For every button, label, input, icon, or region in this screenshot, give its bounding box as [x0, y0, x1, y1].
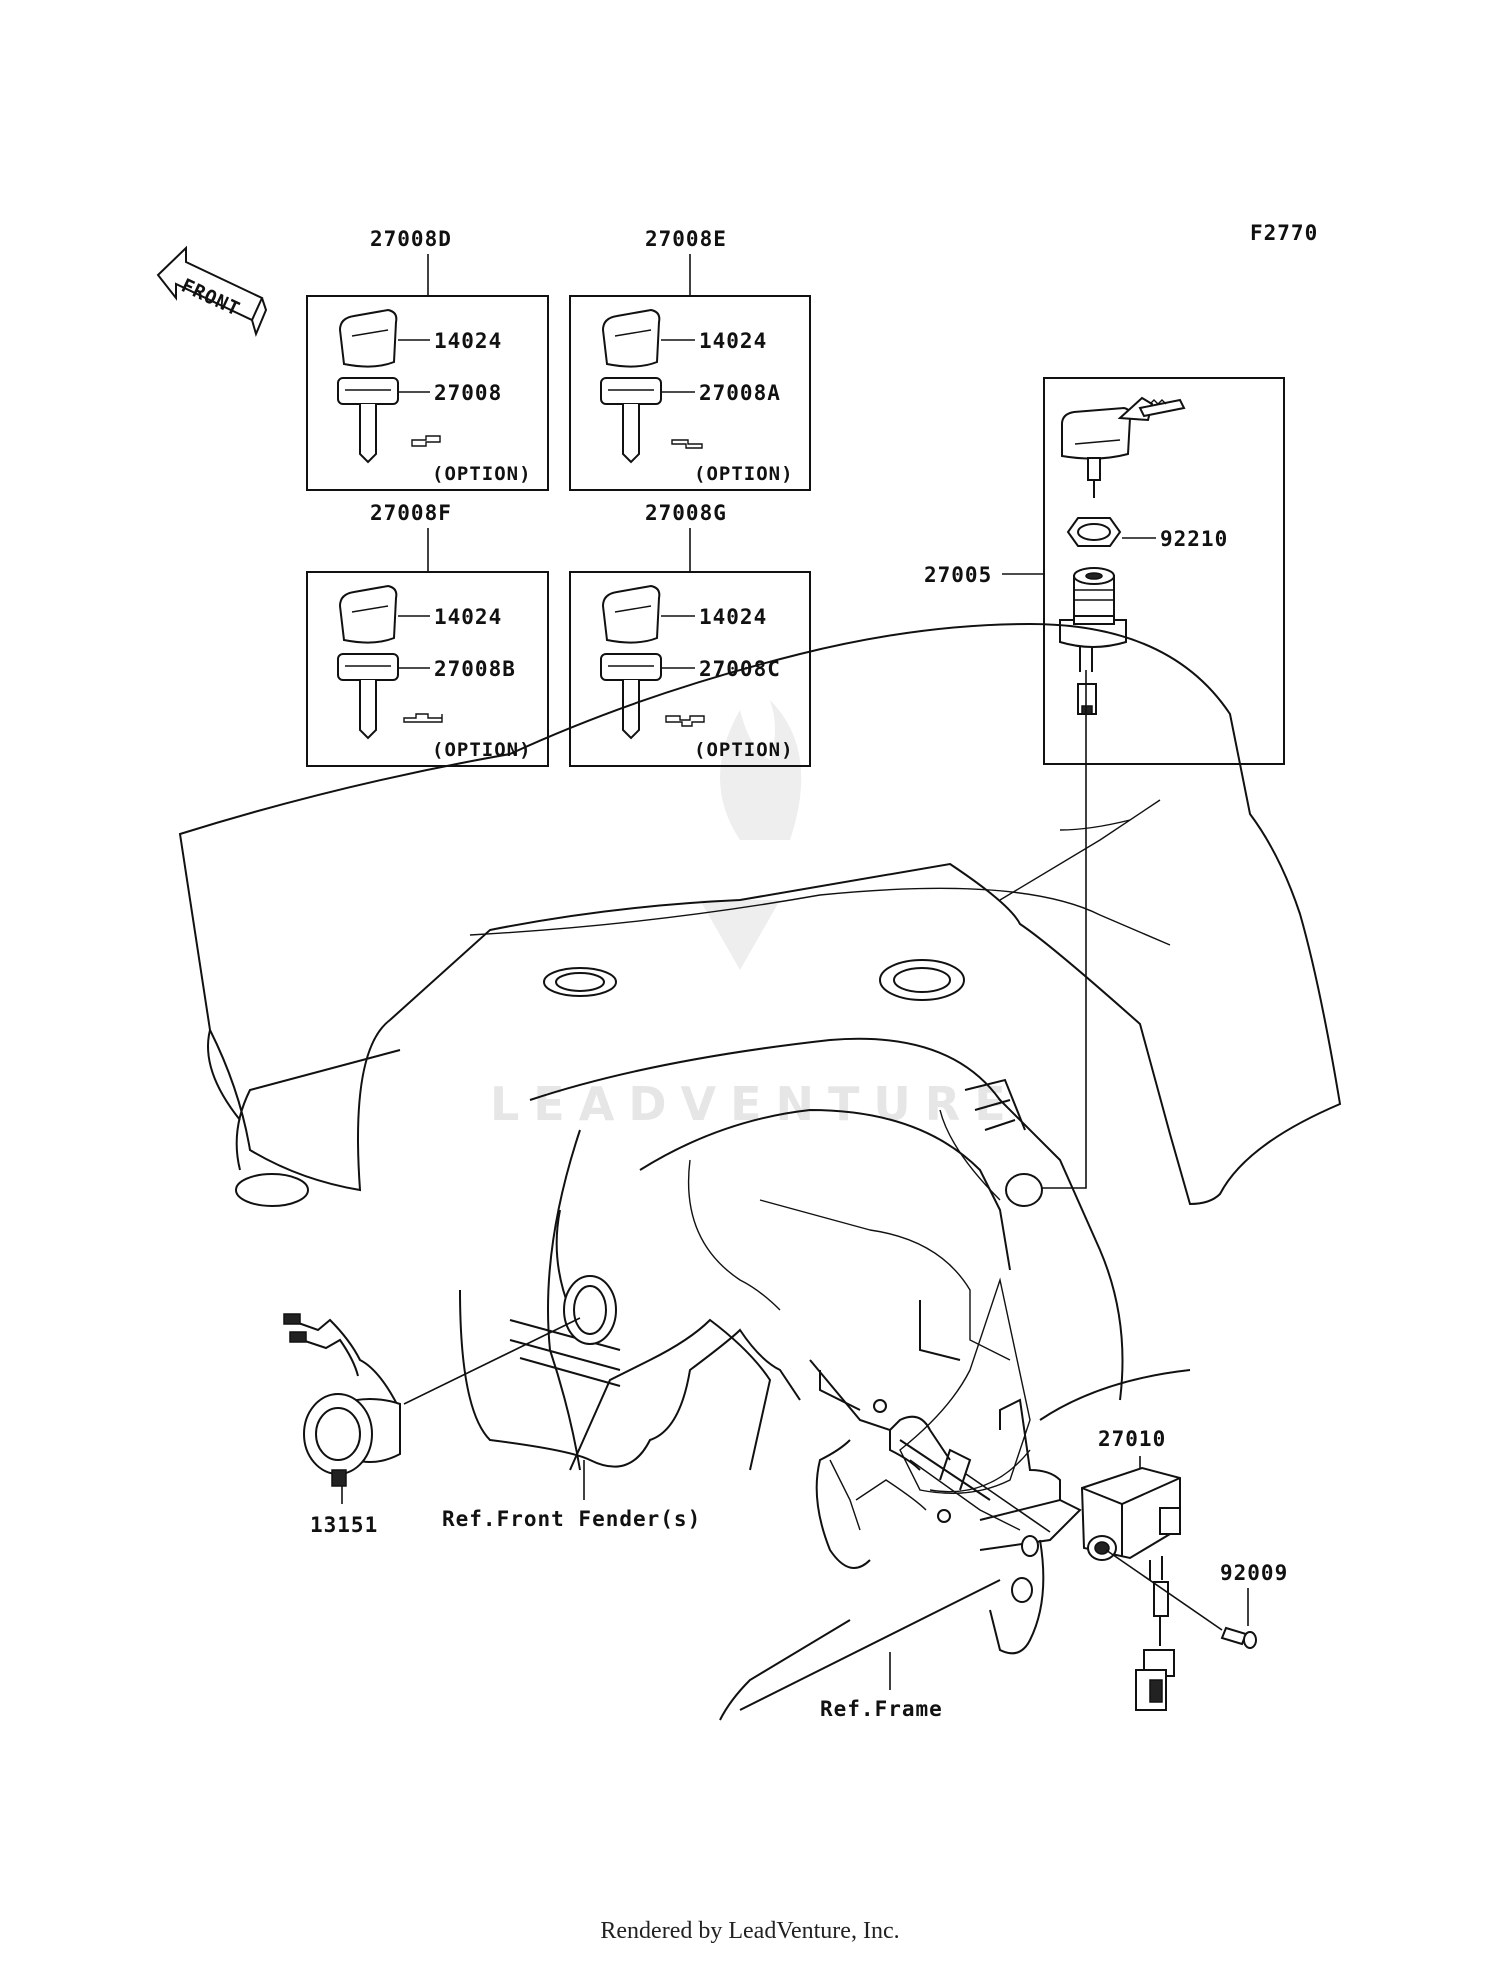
grommet-icon	[563, 1275, 617, 1345]
key-set-label: 27008F	[370, 501, 452, 525]
grommet-icon	[543, 967, 617, 997]
key-blade-icon	[600, 377, 662, 464]
footer-credit: Rendered by LeadVenture, Inc.	[600, 1918, 900, 1944]
hex-nut-icon	[1066, 517, 1122, 547]
knob-part-number: 14024	[699, 329, 767, 353]
front-arrow-icon: FRONT	[156, 245, 268, 338]
front-fender-outline	[178, 622, 1342, 1494]
key-set-label: 27008G	[645, 501, 727, 525]
key-set-box: 27008E 14024 27008A (OPTION)	[569, 227, 811, 491]
socket-part-number: 13151	[310, 1513, 378, 1537]
frame-outline	[719, 1359, 1082, 1721]
watermark-text: LEADVENTURE	[490, 1077, 1020, 1131]
key-part-number: 27008C	[699, 657, 781, 681]
grommet-icon	[879, 959, 965, 1001]
option-note: (OPTION)	[432, 463, 532, 485]
key-blade-icon	[600, 653, 662, 740]
key-part-number: 27008A	[699, 381, 781, 405]
switch-27010: 27010	[965, 1427, 1181, 1711]
key-set-box: 27008G 14024 27008C (OPTION)	[569, 501, 811, 767]
key-cut-pattern-icon	[403, 713, 443, 723]
key-set-box: 27008F 14024 27008B (OPTION)	[306, 501, 549, 767]
knob-part-number: 14024	[434, 605, 502, 629]
switch-part-number: 27010	[1098, 1427, 1166, 1451]
socket-13151: 13151	[283, 1313, 581, 1537]
key-knob-icon	[338, 584, 398, 644]
key-knob-icon	[601, 308, 661, 368]
nut-part-number: 92210	[1160, 527, 1228, 551]
option-note: (OPTION)	[694, 463, 794, 485]
knob-part-number: 14024	[434, 329, 502, 353]
screw-part-number: 92009	[1220, 1561, 1288, 1585]
key-blade-icon	[337, 653, 399, 740]
fender-ref-label: Ref.Front Fender(s)	[442, 1507, 701, 1531]
key-set-box: 27008D 14024 27008 (OPTION)	[306, 227, 549, 491]
switch-cylinder-icon	[1059, 567, 1127, 715]
grommet-icon	[235, 1173, 309, 1207]
key-cut-pattern-icon	[671, 439, 703, 449]
key-set-label: 27008D	[370, 227, 452, 251]
option-note: (OPTION)	[694, 739, 794, 761]
key-knob-icon	[601, 584, 661, 644]
screw-92009: 92009	[1105, 1549, 1288, 1649]
key-part-number: 27008	[434, 381, 502, 405]
key-blade-icon	[337, 377, 399, 464]
key-cut-pattern-icon	[411, 435, 441, 447]
frame-ref-label: Ref.Frame	[820, 1697, 943, 1721]
key-set-label: 27008E	[645, 227, 727, 251]
key-knob-icon	[338, 308, 398, 368]
diagram-code: F2770	[1250, 221, 1318, 245]
ignition-switch-assembly: 27005 92210	[924, 377, 1285, 1189]
key-cut-pattern-icon	[665, 715, 705, 727]
assembly-label: 27005	[924, 563, 992, 587]
switch-hole-icon	[1005, 1173, 1043, 1207]
knob-part-number: 14024	[699, 605, 767, 629]
ignition-key-icon	[1061, 396, 1186, 498]
key-part-number: 27008B	[434, 657, 516, 681]
